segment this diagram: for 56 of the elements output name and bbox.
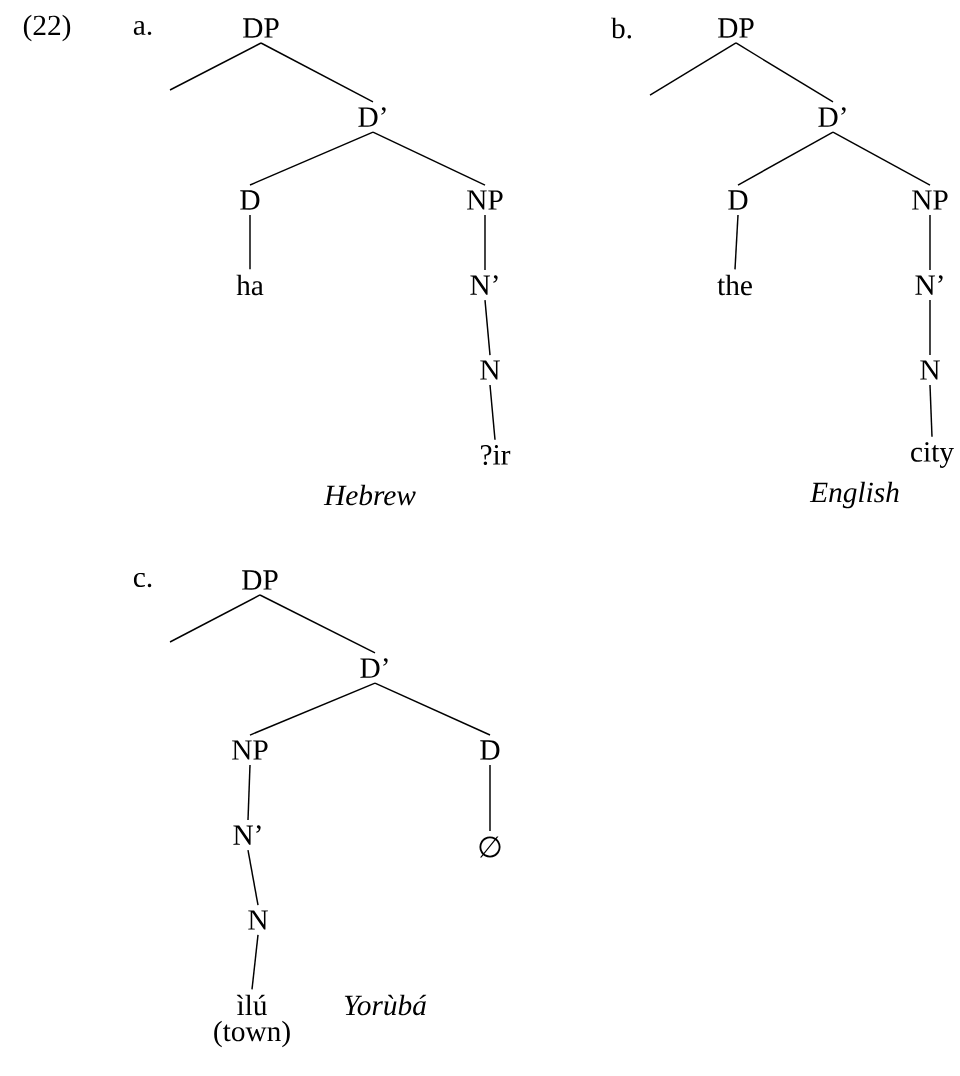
label-text: English xyxy=(809,481,899,509)
branch-line xyxy=(489,764,491,832)
tree-label: DP xyxy=(243,18,279,38)
tree-label: D xyxy=(240,190,260,210)
tree-label: ?ir xyxy=(481,445,511,465)
label-text: b. xyxy=(611,17,632,39)
branch-line xyxy=(832,131,931,186)
branch-line xyxy=(249,214,251,271)
tree-label: N xyxy=(920,360,940,380)
tree-label: DP xyxy=(718,18,754,38)
branch-line xyxy=(929,214,931,271)
branch-line xyxy=(737,131,834,186)
label-text: Yorùbá xyxy=(344,994,427,1016)
branch-line xyxy=(249,682,376,736)
branch-line xyxy=(484,214,486,271)
tree-label: N xyxy=(480,360,500,380)
tree-label: ∅ xyxy=(479,836,501,858)
label-text: c. xyxy=(133,572,152,588)
branch-line xyxy=(735,42,834,103)
tree-label: D xyxy=(728,190,748,210)
tree-label: ìlú xyxy=(236,994,267,1016)
branch-line xyxy=(251,934,259,991)
branch-line xyxy=(260,42,374,103)
branch-line xyxy=(929,384,933,438)
branch-line xyxy=(169,42,262,91)
tree-label: D xyxy=(480,740,500,760)
tree-label: D’ xyxy=(818,107,846,127)
tree-label: D’ xyxy=(360,658,388,678)
label-text: (22) xyxy=(23,14,71,42)
label-text: Hebrew xyxy=(323,484,416,506)
branch-line xyxy=(734,214,739,271)
branch-line xyxy=(372,131,486,186)
tree-label: N’ xyxy=(233,825,261,845)
branch-line xyxy=(247,764,251,821)
tree-label: city xyxy=(911,442,954,468)
branch-line xyxy=(249,131,374,186)
tree-label: the xyxy=(717,274,752,296)
tree-label: ha xyxy=(236,274,264,296)
branch-line xyxy=(649,42,737,96)
gloss-text: (town) xyxy=(214,1020,290,1048)
branch-line xyxy=(247,849,259,906)
tree-label: N’ xyxy=(915,275,943,295)
tree-label: NP xyxy=(232,740,268,760)
label-text: a. xyxy=(133,20,152,36)
tree-label: N’ xyxy=(470,275,498,295)
branch-line xyxy=(489,384,496,441)
branch-line xyxy=(259,594,376,654)
branch-line xyxy=(484,299,491,356)
branch-line xyxy=(169,594,261,643)
tree-label: D’ xyxy=(358,107,386,127)
tree-label: NP xyxy=(467,190,503,210)
tree-label: N xyxy=(248,910,268,930)
tree-label: DP xyxy=(242,570,278,590)
branch-line xyxy=(374,682,491,736)
branch-line xyxy=(929,299,931,356)
tree-label: NP xyxy=(912,190,948,210)
